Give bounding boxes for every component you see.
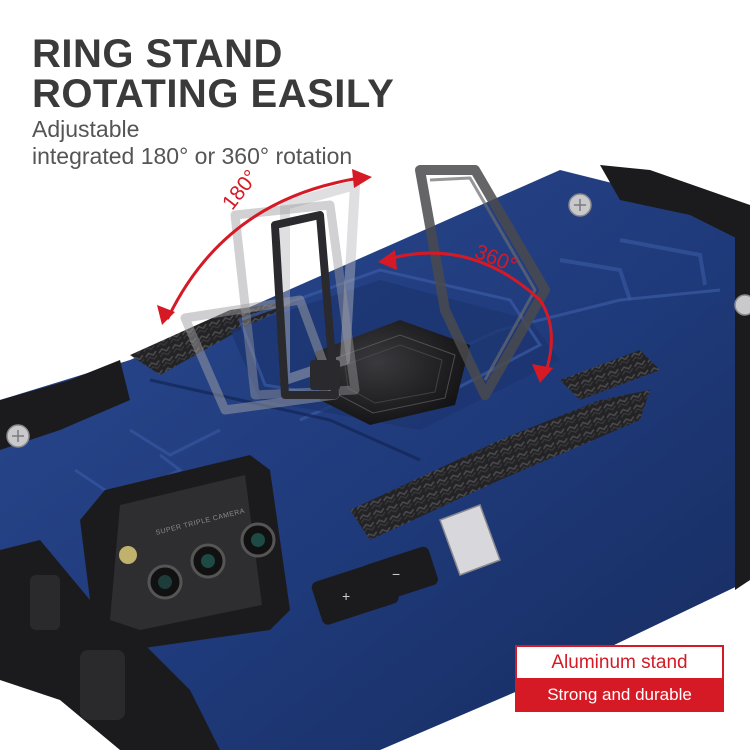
- bumper-top-right: [600, 165, 750, 245]
- volume-down-symbol: −: [392, 566, 401, 582]
- headline-line-2: ROTATING EASILY: [32, 72, 395, 116]
- side-clip: [439, 504, 501, 576]
- grip-bottom: [350, 390, 650, 540]
- feature-badge: Aluminum stand Strong and durable: [515, 645, 724, 712]
- subheadline-line-2: integrated 180° or 360° rotation: [32, 143, 353, 169]
- side-buttons: [311, 546, 438, 625]
- grip-top-left: [130, 300, 300, 375]
- headline-line-1: RING STAND: [32, 32, 283, 76]
- badge-top-text: Aluminum stand: [551, 651, 688, 673]
- rotating-rings: [180, 165, 550, 415]
- badge-bottom-text: Strong and durable: [517, 678, 722, 712]
- bumper-left-top: [0, 360, 130, 450]
- camera-module: [80, 455, 290, 650]
- screw-right: [734, 294, 750, 316]
- subheadline-line-1: Adjustable: [32, 116, 140, 142]
- volume-up-symbol: +: [342, 588, 351, 604]
